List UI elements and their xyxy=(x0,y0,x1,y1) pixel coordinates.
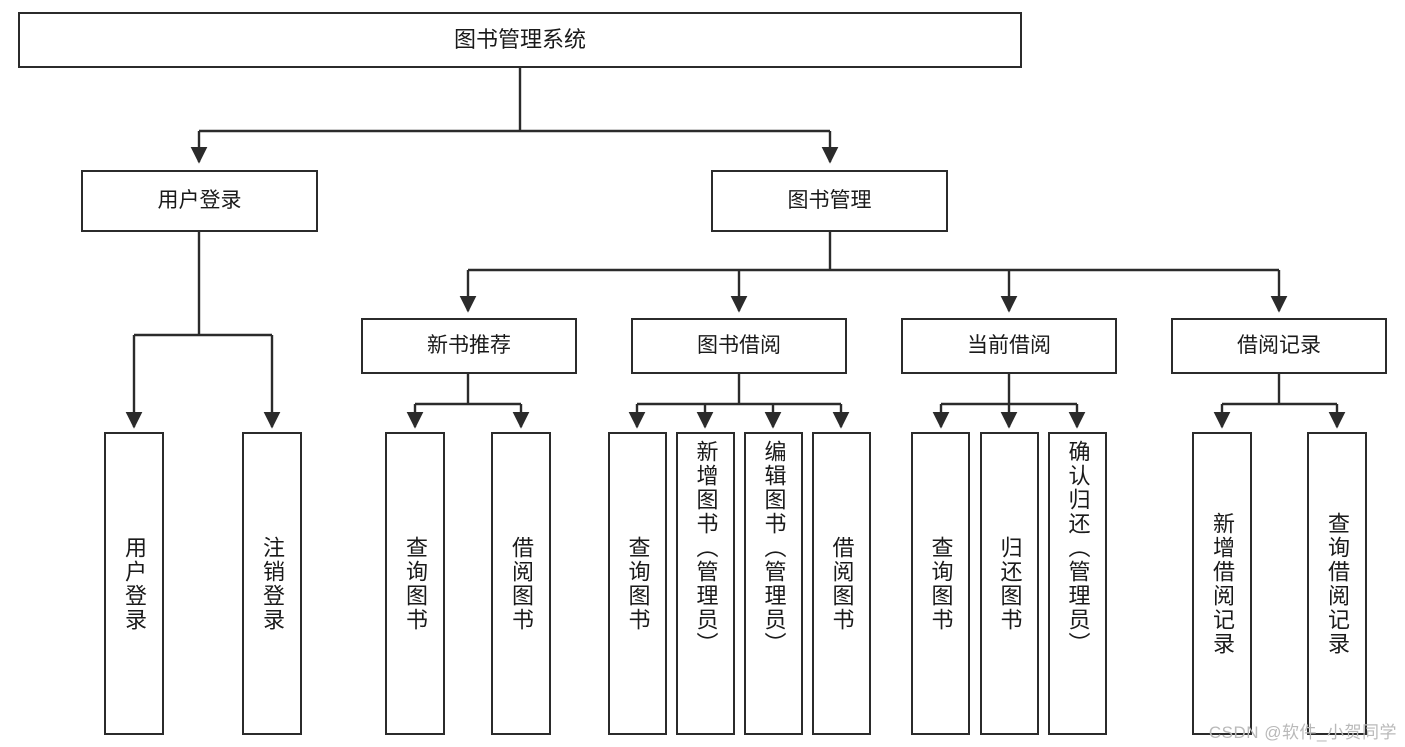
node-label: 用户登录 xyxy=(157,188,242,212)
node-label: 新书推荐 xyxy=(427,333,511,357)
node-user-login[interactable]: 用户登录 xyxy=(81,170,318,232)
node-leaf-borrow-book-recommend[interactable]: 借阅图书 xyxy=(491,432,551,735)
node-label: 图书管理 xyxy=(787,188,872,212)
node-new-book-recommend[interactable]: 新书推荐 xyxy=(361,318,577,374)
node-leaf-query-book-recommend[interactable]: 查询图书 xyxy=(385,432,445,735)
node-label: 注销登录 xyxy=(260,535,285,632)
node-leaf-query-book-current[interactable]: 查询图书 xyxy=(911,432,970,735)
node-label: 借阅图书 xyxy=(509,535,534,632)
node-leaf-borrow-book-borrow[interactable]: 借阅图书 xyxy=(812,432,871,735)
node-label: 图书管理系统 xyxy=(453,27,586,53)
node-label: 新增图书（管理员） xyxy=(693,440,719,656)
node-leaf-add-borrow-record[interactable]: 新增借阅记录 xyxy=(1192,432,1252,735)
node-current-borrow[interactable]: 当前借阅 xyxy=(901,318,1117,374)
node-root-book-management-system[interactable]: 图书管理系统 xyxy=(18,12,1022,68)
node-leaf-add-book-admin[interactable]: 新增图书（管理员） xyxy=(676,432,735,735)
node-borrow-record[interactable]: 借阅记录 xyxy=(1171,318,1387,374)
node-leaf-confirm-return-admin[interactable]: 确认归还（管理员） xyxy=(1048,432,1107,735)
node-label: 图书借阅 xyxy=(697,333,781,357)
node-label: 确认归还（管理员） xyxy=(1065,440,1091,656)
node-leaf-user-login[interactable]: 用户登录 xyxy=(104,432,164,735)
node-label: 新增借阅记录 xyxy=(1210,511,1235,656)
node-label: 编辑图书（管理员） xyxy=(761,440,787,656)
node-label: 查询借阅记录 xyxy=(1325,511,1350,656)
node-leaf-return-book[interactable]: 归还图书 xyxy=(980,432,1039,735)
node-leaf-logout-login[interactable]: 注销登录 xyxy=(242,432,302,735)
node-label: 归还图书 xyxy=(997,535,1023,632)
node-book-borrow[interactable]: 图书借阅 xyxy=(631,318,847,374)
node-leaf-query-book-borrow[interactable]: 查询图书 xyxy=(608,432,667,735)
node-label: 当前借阅 xyxy=(967,333,1051,357)
node-label: 查询图书 xyxy=(928,535,954,632)
node-label: 借阅记录 xyxy=(1237,333,1321,357)
node-leaf-query-borrow-record[interactable]: 查询借阅记录 xyxy=(1307,432,1367,735)
node-label: 查询图书 xyxy=(625,535,651,632)
node-label: 借阅图书 xyxy=(829,535,855,632)
watermark: CSDN @软件_小贺同学 xyxy=(1208,723,1397,742)
node-label: 用户登录 xyxy=(122,535,147,632)
node-label: 查询图书 xyxy=(403,535,428,632)
node-book-management[interactable]: 图书管理 xyxy=(711,170,948,232)
node-leaf-edit-book-admin[interactable]: 编辑图书（管理员） xyxy=(744,432,803,735)
